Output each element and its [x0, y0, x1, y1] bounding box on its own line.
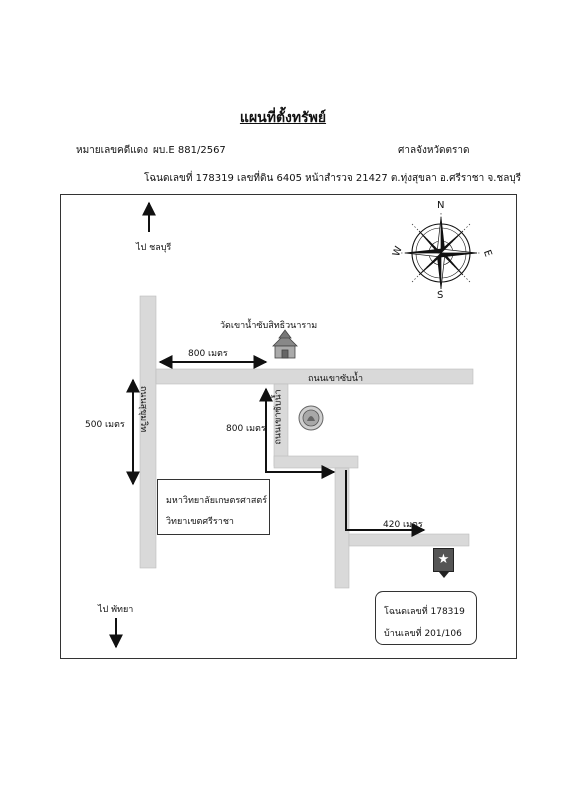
- university-box: มหาวิทยาลัยเกษตรศาสตร์ วิทยาเขตศรีราชา: [157, 479, 270, 535]
- deed-info: โฉนดเลขที่ 178319 เลขที่ดิน 6405 หน้าสำร…: [144, 173, 522, 184]
- marker-pointer-icon: [439, 572, 449, 578]
- road-khao-sap-nam: [155, 368, 474, 385]
- university-seal-icon: [298, 405, 324, 431]
- dist-sukhumvit-label: 500 เมตร: [85, 420, 125, 430]
- route-path-side: [259, 387, 336, 479]
- to-south-label: ไป พัทยา: [98, 605, 134, 615]
- road-side-horizontal: [273, 455, 359, 469]
- dist-temple-label: 800 เมตร: [188, 349, 228, 359]
- case-number: ผบ.E 881/2567: [153, 145, 226, 156]
- compass-rose-icon: [401, 213, 481, 293]
- document-title: แผนที่ตั้งทรัพย์: [239, 110, 327, 126]
- temple-icon: [272, 329, 298, 359]
- court-name: ศาลจังหวัดตราด: [398, 145, 470, 156]
- compass-north-label: N: [437, 200, 445, 211]
- star-marker-icon: ★: [433, 548, 454, 572]
- university-campus: วิทยาเขตศรีราชา: [166, 517, 234, 527]
- university-name: มหาวิทยาลัยเกษตรศาสตร์: [166, 496, 268, 506]
- property-deed: โฉนดเลขที่ 178319: [384, 607, 465, 617]
- road-sukhumvit-label: ถนนสุขุมวิท: [138, 385, 149, 433]
- map-frame: [60, 194, 517, 659]
- to-north-label: ไป ชลบุรี: [136, 243, 172, 253]
- road-branch-horizontal: [348, 533, 470, 547]
- property-house-number: บ้านเลขที่ 201/106: [384, 629, 462, 639]
- dist-final-label: 420 เมตร: [383, 520, 423, 530]
- road-main-label: ถนนเขาซับน้ำ: [308, 374, 364, 384]
- road-side-label: ถนนเขาซับน้ำ: [273, 389, 284, 445]
- case-label: หมายเลขคดีแดง: [76, 145, 149, 156]
- route-path-final: [345, 470, 426, 537]
- roads: [139, 295, 474, 589]
- dist-side-label: 800 เมตร: [226, 424, 266, 434]
- property-box: โฉนดเลขที่ 178319 บ้านเลขที่ 201/106: [375, 591, 477, 645]
- road-sukhumvit: [139, 295, 157, 569]
- compass-south-label: S: [437, 290, 444, 301]
- temple-label: วัดเขาน้ำซับสิทธิวนาราม: [220, 321, 318, 331]
